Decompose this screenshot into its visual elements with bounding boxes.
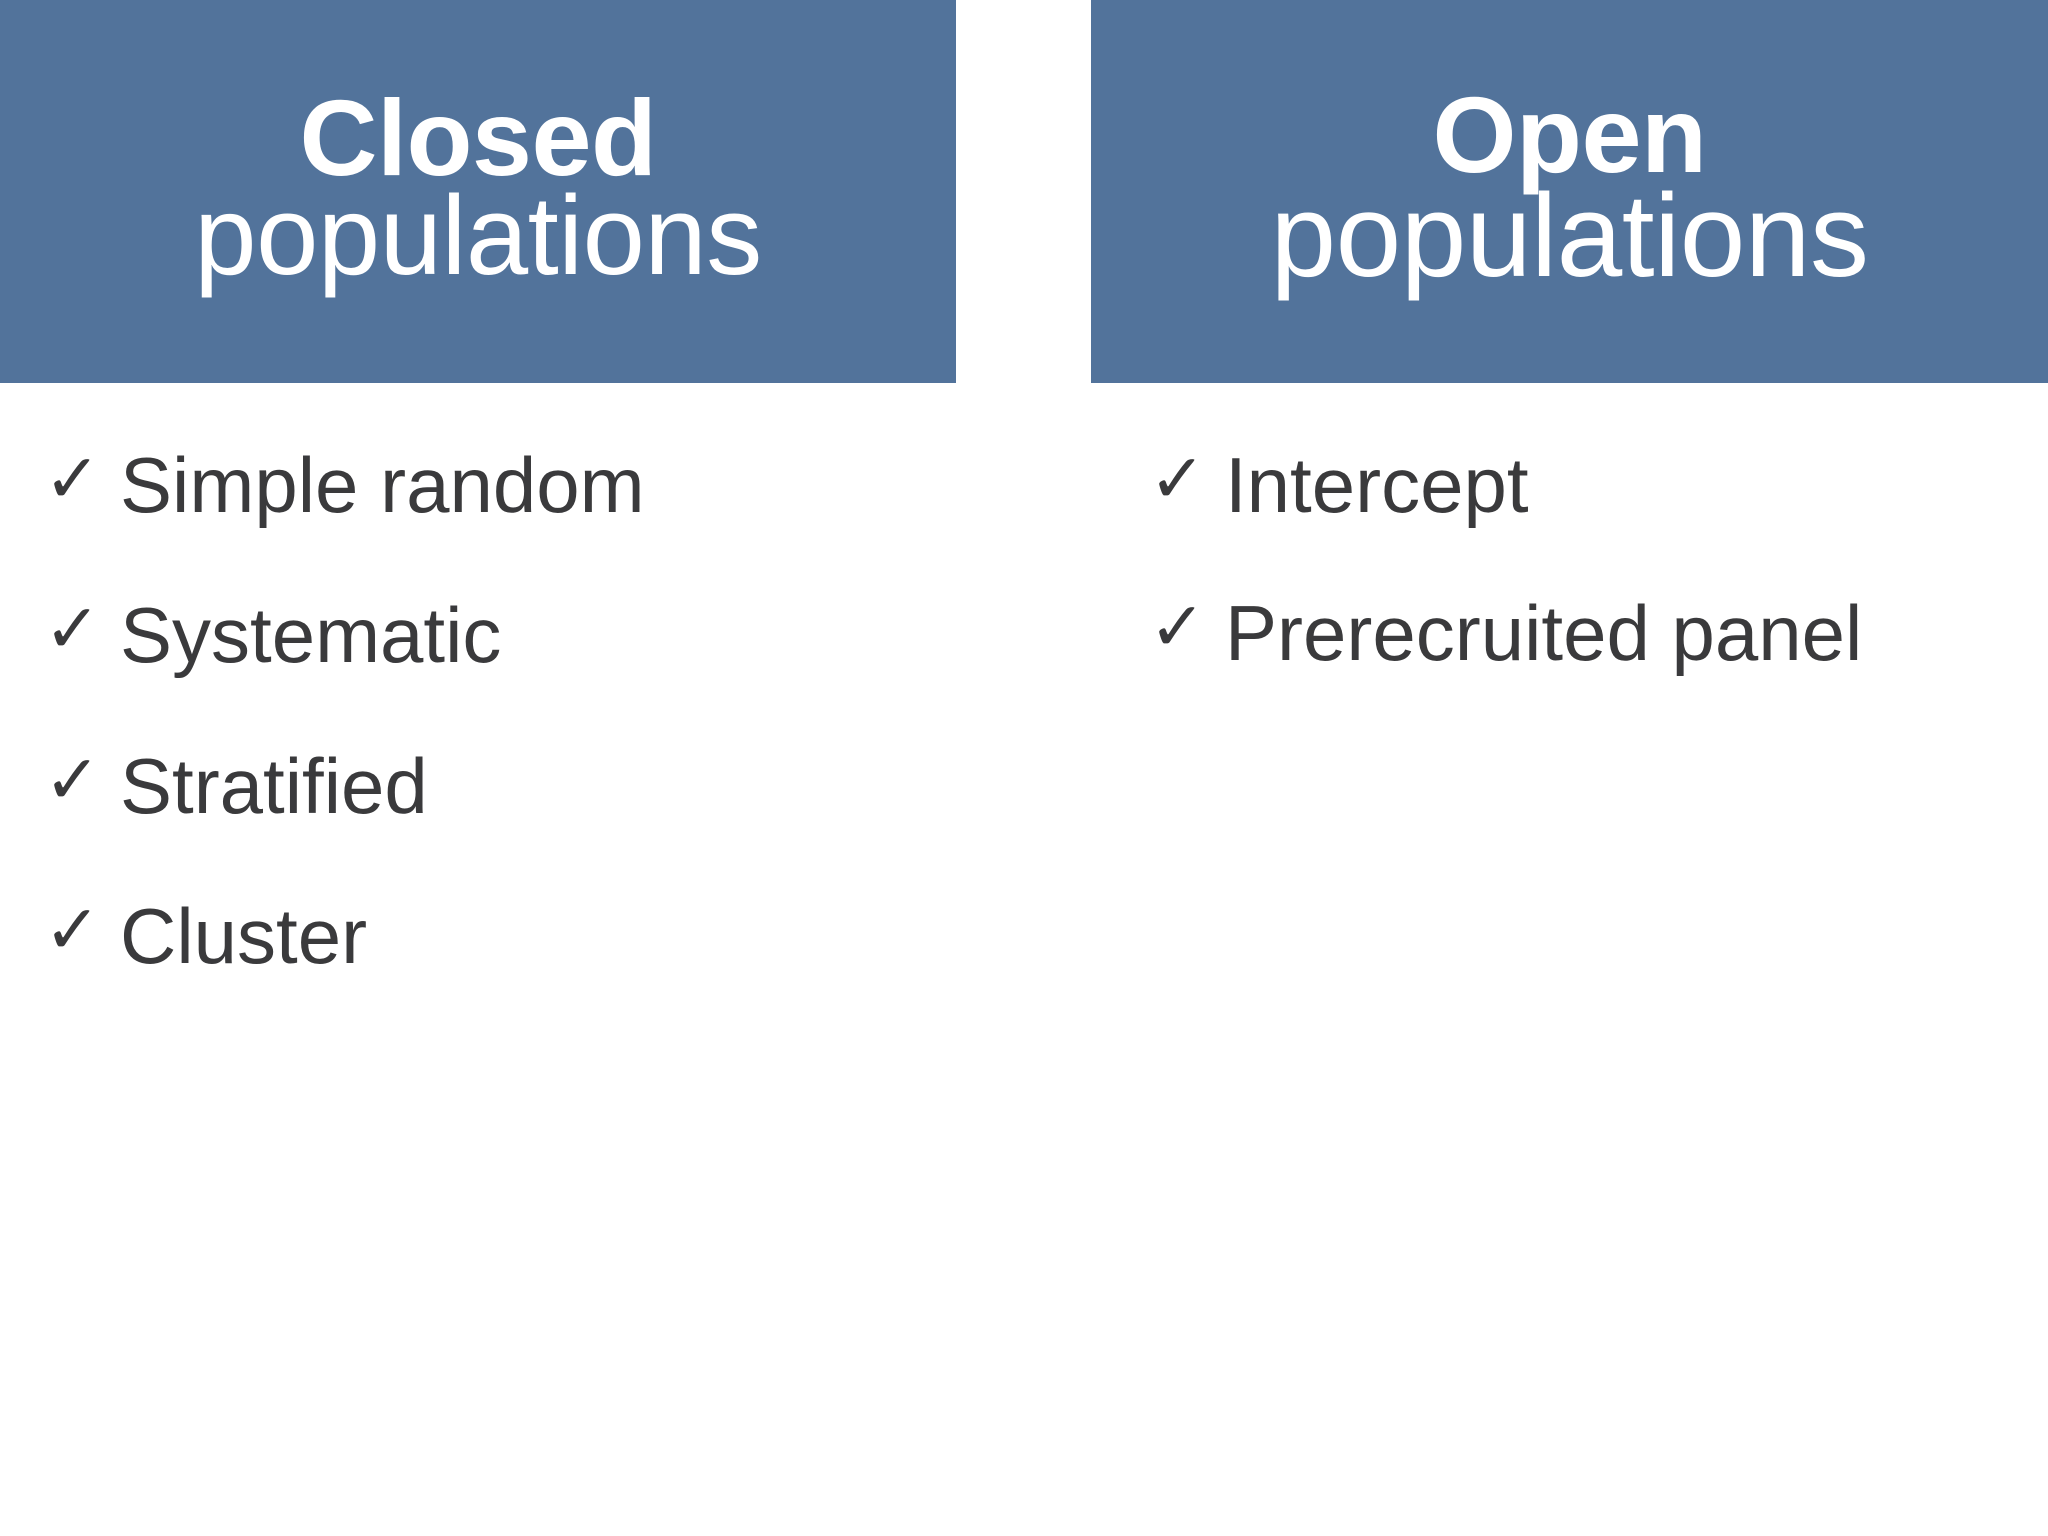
open-banner-title-emphasis: Open <box>1432 74 1707 196</box>
closed-banner-title-plain: populations <box>194 173 762 299</box>
closed-populations-list: ✓ Simple random ✓ Systematic ✓ Stratifie… <box>0 440 956 1042</box>
list-item: ✓ Cluster <box>44 891 956 981</box>
open-populations-list: ✓ Intercept ✓ Prerecruited panel <box>1091 440 2048 737</box>
open-banner-title-plain: populations <box>1270 170 1869 303</box>
list-item-label: Prerecruited panel <box>1225 589 1863 678</box>
list-item-label: Cluster <box>120 892 368 981</box>
checkmark-icon: ✓ <box>1149 589 1206 666</box>
open-populations-banner: Open populations <box>1091 0 2048 383</box>
list-item: ✓ Stratified <box>44 741 956 831</box>
list-item: ✓ Simple random <box>44 440 956 530</box>
list-item: ✓ Systematic <box>44 590 956 680</box>
list-item-label: Simple random <box>120 441 645 529</box>
list-item-label: Systematic <box>120 591 502 680</box>
list-item-label: Stratified <box>120 741 428 830</box>
checkmark-icon: ✓ <box>1149 441 1206 517</box>
closed-banner-title-emphasis: Closed <box>299 77 657 199</box>
list-item-label: Intercept <box>1225 441 1529 529</box>
list-item: ✓ Intercept <box>1149 440 2048 530</box>
checkmark-icon: ✓ <box>44 441 101 517</box>
closed-populations-banner: Closed populations <box>0 0 956 383</box>
list-item: ✓ Prerecruited panel <box>1149 588 2048 678</box>
checkmark-icon: ✓ <box>44 892 101 969</box>
checkmark-icon: ✓ <box>44 741 101 818</box>
checkmark-icon: ✓ <box>44 591 101 668</box>
